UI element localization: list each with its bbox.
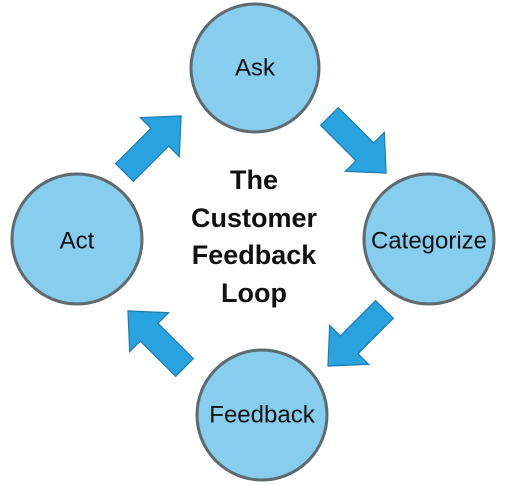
center-title: The Customer Feedback Loop xyxy=(191,165,318,308)
arrow-feedback-to-act xyxy=(127,310,195,378)
arrow-ask-to-categorize-shape xyxy=(319,106,387,174)
arrow-ask-to-categorize xyxy=(319,106,387,174)
node-act-label: Act xyxy=(60,228,95,255)
arrow-act-to-ask-shape xyxy=(114,115,182,183)
arrow-feedback-to-act-shape xyxy=(127,310,195,378)
arrow-categorize-to-feedback-shape xyxy=(327,299,395,367)
node-categorize: Categorize xyxy=(362,172,496,306)
node-ask-label: Ask xyxy=(235,55,276,82)
center-title-line-2: Customer xyxy=(191,203,318,233)
center-title-line-1: The xyxy=(230,165,278,195)
node-ask: Ask xyxy=(189,2,321,134)
node-act: Act xyxy=(10,172,144,306)
center-title-line-4: Loop xyxy=(221,278,287,308)
arrow-categorize-to-feedback xyxy=(327,299,395,367)
node-feedback-label: Feedback xyxy=(209,402,315,429)
node-categorize-circle xyxy=(362,172,496,306)
node-categorize-label: Categorize xyxy=(371,228,487,255)
node-act-circle xyxy=(10,172,144,306)
center-title-line-3: Feedback xyxy=(192,240,318,270)
node-feedback-circle xyxy=(195,348,329,482)
node-ask-circle xyxy=(189,2,321,134)
arrow-act-to-ask xyxy=(114,115,182,183)
node-feedback: Feedback xyxy=(195,348,329,482)
